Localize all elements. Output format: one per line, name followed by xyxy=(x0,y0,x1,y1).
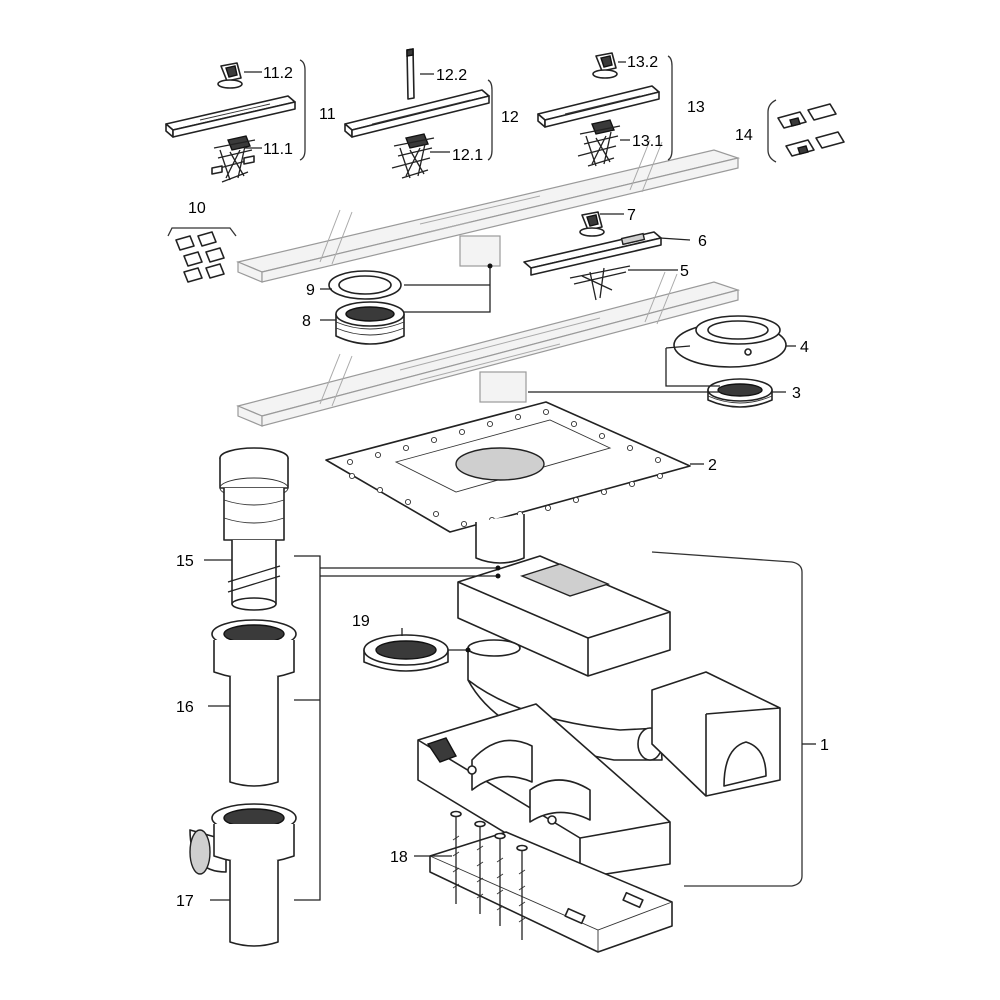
union-nut-19 xyxy=(363,634,449,672)
callout-19: 19 xyxy=(352,613,370,630)
clip-set-14 xyxy=(777,103,845,157)
channel-lower xyxy=(236,271,741,427)
callout-labels: 11.2 11 11.1 12.2 12 12.1 13.2 13 13.1 1… xyxy=(176,54,829,910)
mounting-bracket-11-1 xyxy=(211,135,256,183)
cover-kit-11 xyxy=(165,62,296,183)
callout-18: 18 xyxy=(390,849,408,866)
seal-4 xyxy=(673,315,787,368)
mounting-bracket-12-1 xyxy=(391,133,435,179)
insulation-cover xyxy=(651,671,781,797)
mounting-clip-5 xyxy=(569,265,631,301)
callout-17: 17 xyxy=(176,893,194,910)
body-set-1 xyxy=(417,555,781,879)
insulation-base xyxy=(417,703,671,879)
insulation-top xyxy=(457,555,671,677)
sealing-plate-2 xyxy=(325,401,691,564)
rod-12-2 xyxy=(406,48,415,100)
cover-plate-6 xyxy=(523,231,662,276)
callout-16: 16 xyxy=(176,699,194,716)
callout-6: 6 xyxy=(698,233,707,250)
cover-kit-12 xyxy=(344,48,490,179)
callout-3: 3 xyxy=(792,385,801,402)
clip-set-10 xyxy=(175,231,225,283)
callout-11-2: 11.2 xyxy=(263,65,293,82)
cover-plate-11 xyxy=(165,95,296,138)
cap-13-2 xyxy=(592,52,618,79)
callout-2: 2 xyxy=(708,457,717,474)
cover-kit-13 xyxy=(537,52,660,167)
callout-4: 4 xyxy=(800,339,809,356)
plate-holes xyxy=(346,408,664,528)
callout-11-1: 11.1 xyxy=(263,141,293,158)
leader-lines xyxy=(167,55,816,901)
pipe-adapter-16 xyxy=(211,619,297,787)
callout-15: 15 xyxy=(176,553,194,570)
adapter-ring-3 xyxy=(707,378,773,408)
pipe-elbow-17 xyxy=(189,803,297,947)
gasket-9 xyxy=(328,270,402,300)
callout-9: 9 xyxy=(306,282,315,299)
drain-insert-8 xyxy=(335,301,405,345)
callout-10: 10 xyxy=(188,200,206,217)
channel-upper xyxy=(236,139,741,283)
cover-plate-13 xyxy=(537,85,660,128)
base-plate xyxy=(429,831,673,953)
callout-14: 14 xyxy=(735,127,753,144)
callout-5: 5 xyxy=(680,263,689,280)
callout-11: 11 xyxy=(319,106,336,123)
callout-12-2: 12.2 xyxy=(436,67,467,84)
callout-13: 13 xyxy=(687,99,705,116)
callout-12: 12 xyxy=(501,109,519,126)
cap-7 xyxy=(579,211,605,237)
callout-13-2: 13.2 xyxy=(627,54,658,71)
cover-plate-12 xyxy=(344,89,490,138)
pipe-15 xyxy=(219,447,289,611)
callout-12-1: 12.1 xyxy=(452,147,483,164)
mounting-bracket-13-1 xyxy=(577,119,621,167)
callout-1: 1 xyxy=(820,737,829,754)
callout-8: 8 xyxy=(302,313,311,330)
screws-18 xyxy=(450,810,528,940)
cap-11-2 xyxy=(217,62,243,89)
callout-7: 7 xyxy=(627,207,636,224)
callout-13-1: 13.1 xyxy=(632,133,663,150)
